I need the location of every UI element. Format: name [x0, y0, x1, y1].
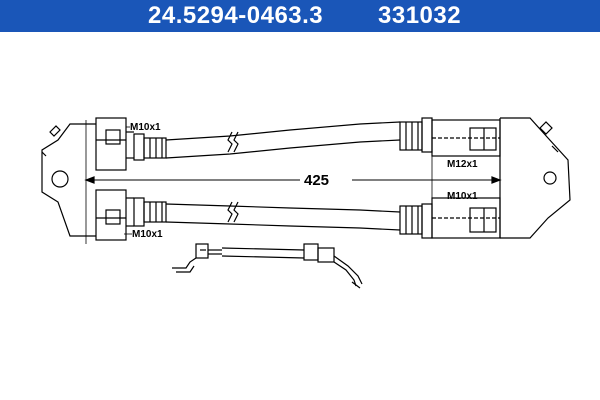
thread-label-right-upper: M12x1 — [447, 159, 478, 170]
thread-label-left-upper: M10x1 — [130, 122, 161, 133]
reference-number: 331032 — [378, 2, 462, 29]
left-upper-fitting — [95, 117, 167, 171]
upper-hose — [165, 121, 401, 159]
brake-hose-drawing: 425 M10x1 M10x1 M12x1 M10x1 — [41, 117, 571, 289]
length-dimension — [84, 120, 502, 244]
thread-label-left-lower: M10x1 — [132, 229, 163, 240]
part-number: 24.5294-0463.3 — [148, 2, 324, 29]
right-bracket — [500, 117, 571, 239]
length-dimension-text: 425 — [304, 172, 329, 189]
right-upper-fitting — [399, 117, 501, 157]
right-lower-fitting — [399, 197, 501, 239]
left-lower-fitting — [95, 189, 167, 241]
lower-hose — [165, 201, 401, 231]
assembled-view — [172, 243, 363, 289]
thread-label-right-lower: M10x1 — [447, 191, 478, 202]
title-bar: 24.5294-0463.3 331032 — [0, 0, 600, 32]
left-bracket — [41, 123, 96, 237]
